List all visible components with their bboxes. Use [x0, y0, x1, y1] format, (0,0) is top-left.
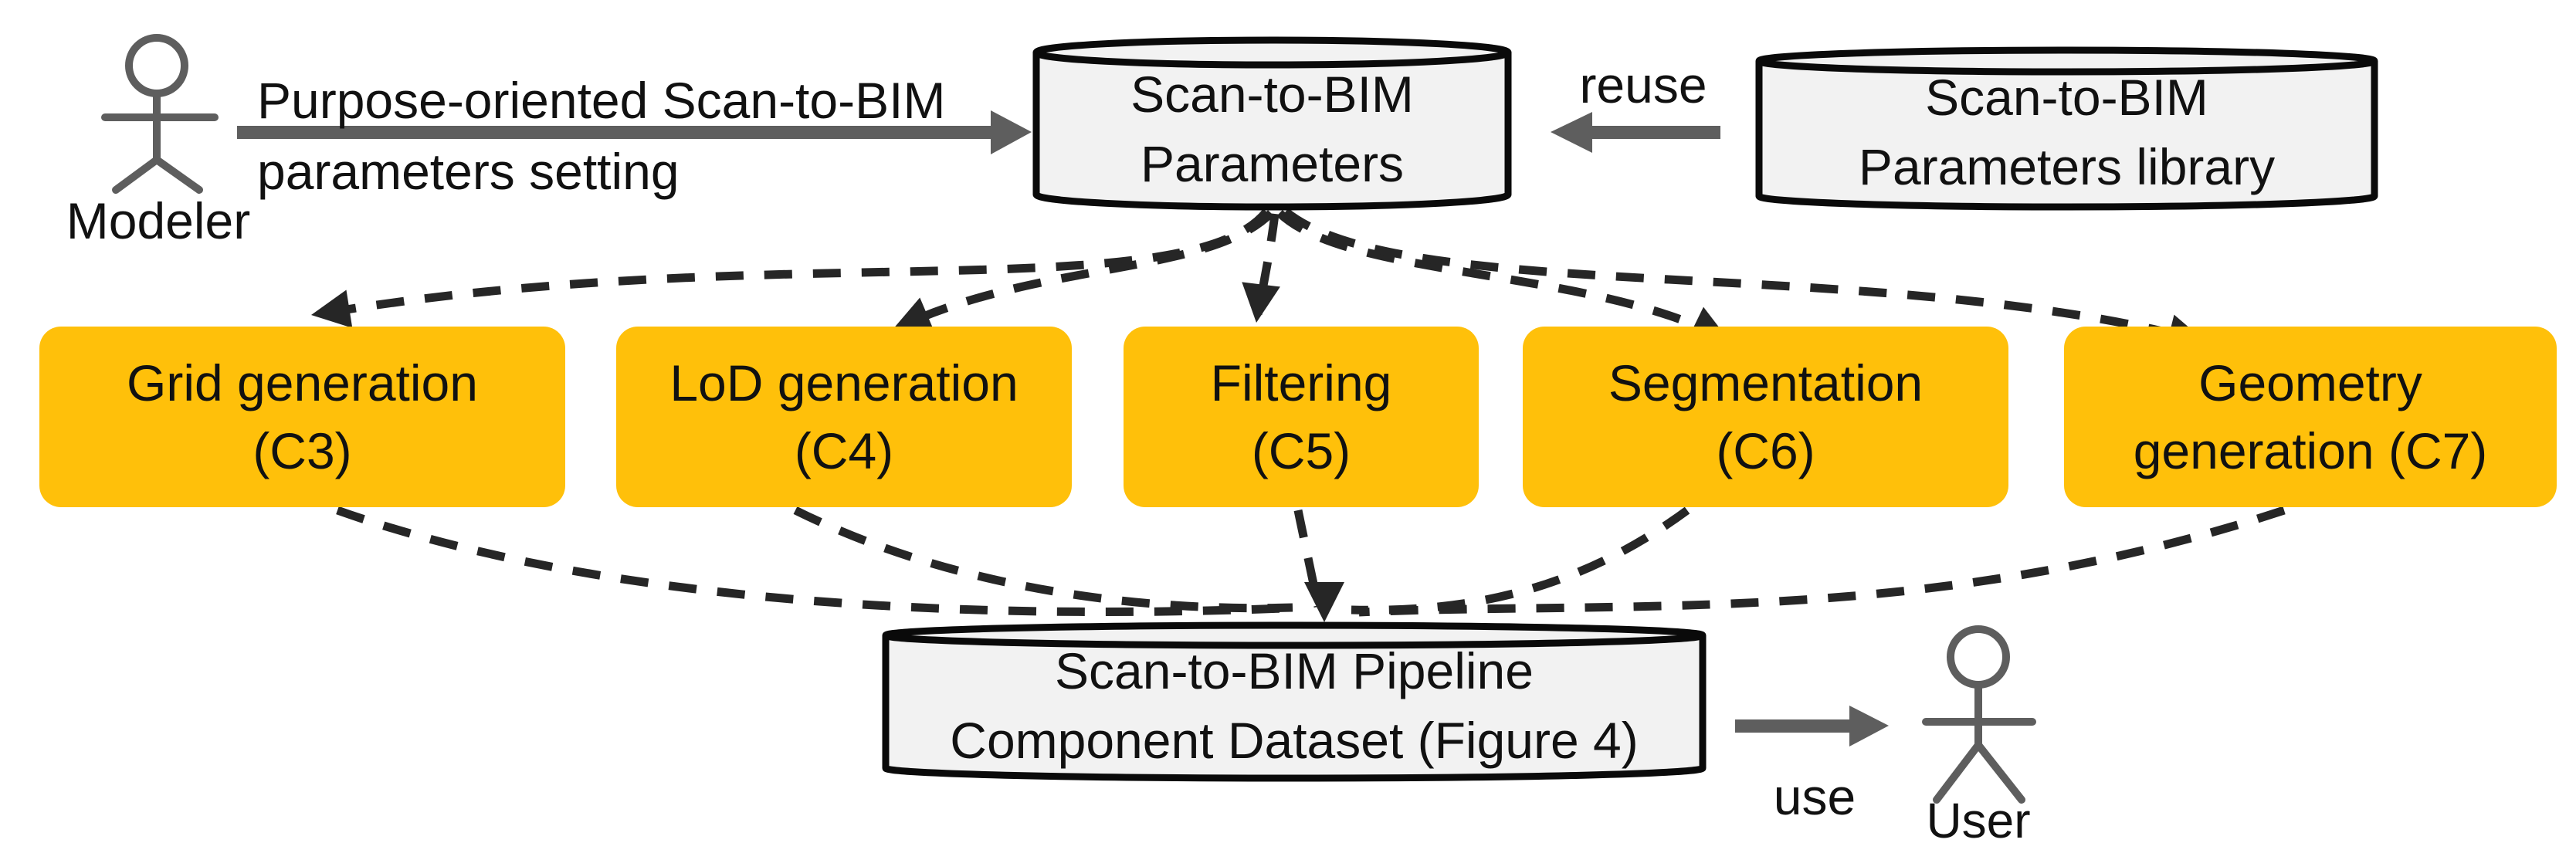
parameters-datastore-label: Scan-to-BIM Parameters [1036, 56, 1508, 202]
dashed-connectors-bottom [336, 506, 2286, 622]
component-box-c7: Geometry generation (C7) [2064, 327, 2557, 507]
library-line2: Parameters library [1858, 138, 2276, 195]
connector-c6-to-dataset [1351, 506, 1690, 614]
connector-parameters-to-c3 [331, 208, 1270, 317]
connector-c4-to-dataset [793, 506, 1293, 613]
dashed-connectors-top [311, 208, 2207, 353]
c6-label: Segmentation (C6) [1523, 327, 2008, 507]
dataset-datastore-shape [882, 621, 1707, 782]
parameters-setting-arrow [237, 110, 1032, 154]
library-datastore-shape [1755, 46, 2378, 211]
c3-line2: (C3) [253, 422, 352, 479]
arrowhead-c3 [311, 289, 353, 328]
c4-line2: (C4) [794, 422, 894, 479]
component-box-c5: Filtering (C5) [1124, 327, 1479, 507]
user-label: User [1926, 793, 2031, 843]
connector-parameters-to-c6 [1276, 210, 1723, 340]
library-datastore-label: Scan-to-BIM Parameters library [1759, 62, 2374, 202]
connector-c3-to-dataset [336, 506, 1284, 617]
dataset-line2: Component Dataset (Figure 4) [950, 712, 1639, 769]
dataset-datastore-label: Scan-to-BIM Pipeline Component Dataset (… [886, 638, 1703, 774]
parameters-setting-label-line1: Purpose-oriented Scan-to-BIM [257, 72, 946, 129]
c7-label: Geometry generation (C7) [2064, 327, 2557, 507]
parameters-datastore-shape [1032, 36, 1512, 211]
c6-line2: (C6) [1716, 422, 1815, 479]
user-icon [1922, 625, 2036, 804]
c3-line1: Grid generation [127, 354, 478, 411]
use-label: use [1773, 768, 1856, 825]
c6-line1: Segmentation [1608, 354, 1924, 411]
connector-parameters-to-c4 [900, 210, 1274, 330]
modeler-label: Modeler [66, 192, 251, 249]
dataset-line1: Scan-to-BIM Pipeline [1055, 642, 1534, 699]
connector-c5-to-dataset [1293, 509, 1323, 608]
c5-label: Filtering (C5) [1124, 327, 1479, 507]
modeler-icon [101, 34, 219, 194]
c5-line2: (C5) [1251, 422, 1351, 479]
c7-line1: Geometry [2198, 354, 2422, 411]
connector-parameters-to-c5 [1253, 213, 1280, 316]
use-arrow [1735, 706, 1889, 747]
c5-line1: Filtering [1210, 354, 1392, 411]
arrowhead-c4 [892, 297, 935, 333]
reuse-arrow [1551, 112, 1720, 153]
connector-c7-to-dataset [1358, 506, 2286, 617]
reuse-label: reuse [1579, 56, 1707, 113]
arrowhead-c5 [1242, 282, 1280, 323]
c7-line2: generation (C7) [2133, 422, 2488, 479]
c4-line1: LoD generation [669, 354, 1019, 411]
parameters-line2: Parameters [1140, 135, 1405, 192]
c4-label: LoD generation (C4) [616, 327, 1072, 507]
c3-label: Grid generation (C3) [39, 327, 565, 507]
library-line1: Scan-to-BIM [1925, 69, 2208, 126]
component-box-c3: Grid generation (C3) [39, 327, 565, 507]
parameters-line1: Scan-to-BIM [1130, 66, 1414, 123]
connector-parameters-to-c7 [1283, 208, 2199, 344]
component-box-c6: Segmentation (C6) [1523, 327, 2008, 507]
component-box-c4: LoD generation (C4) [616, 327, 1072, 507]
parameters-setting-label-line2: parameters setting [257, 143, 680, 200]
arrowhead-dataset [1304, 582, 1344, 622]
